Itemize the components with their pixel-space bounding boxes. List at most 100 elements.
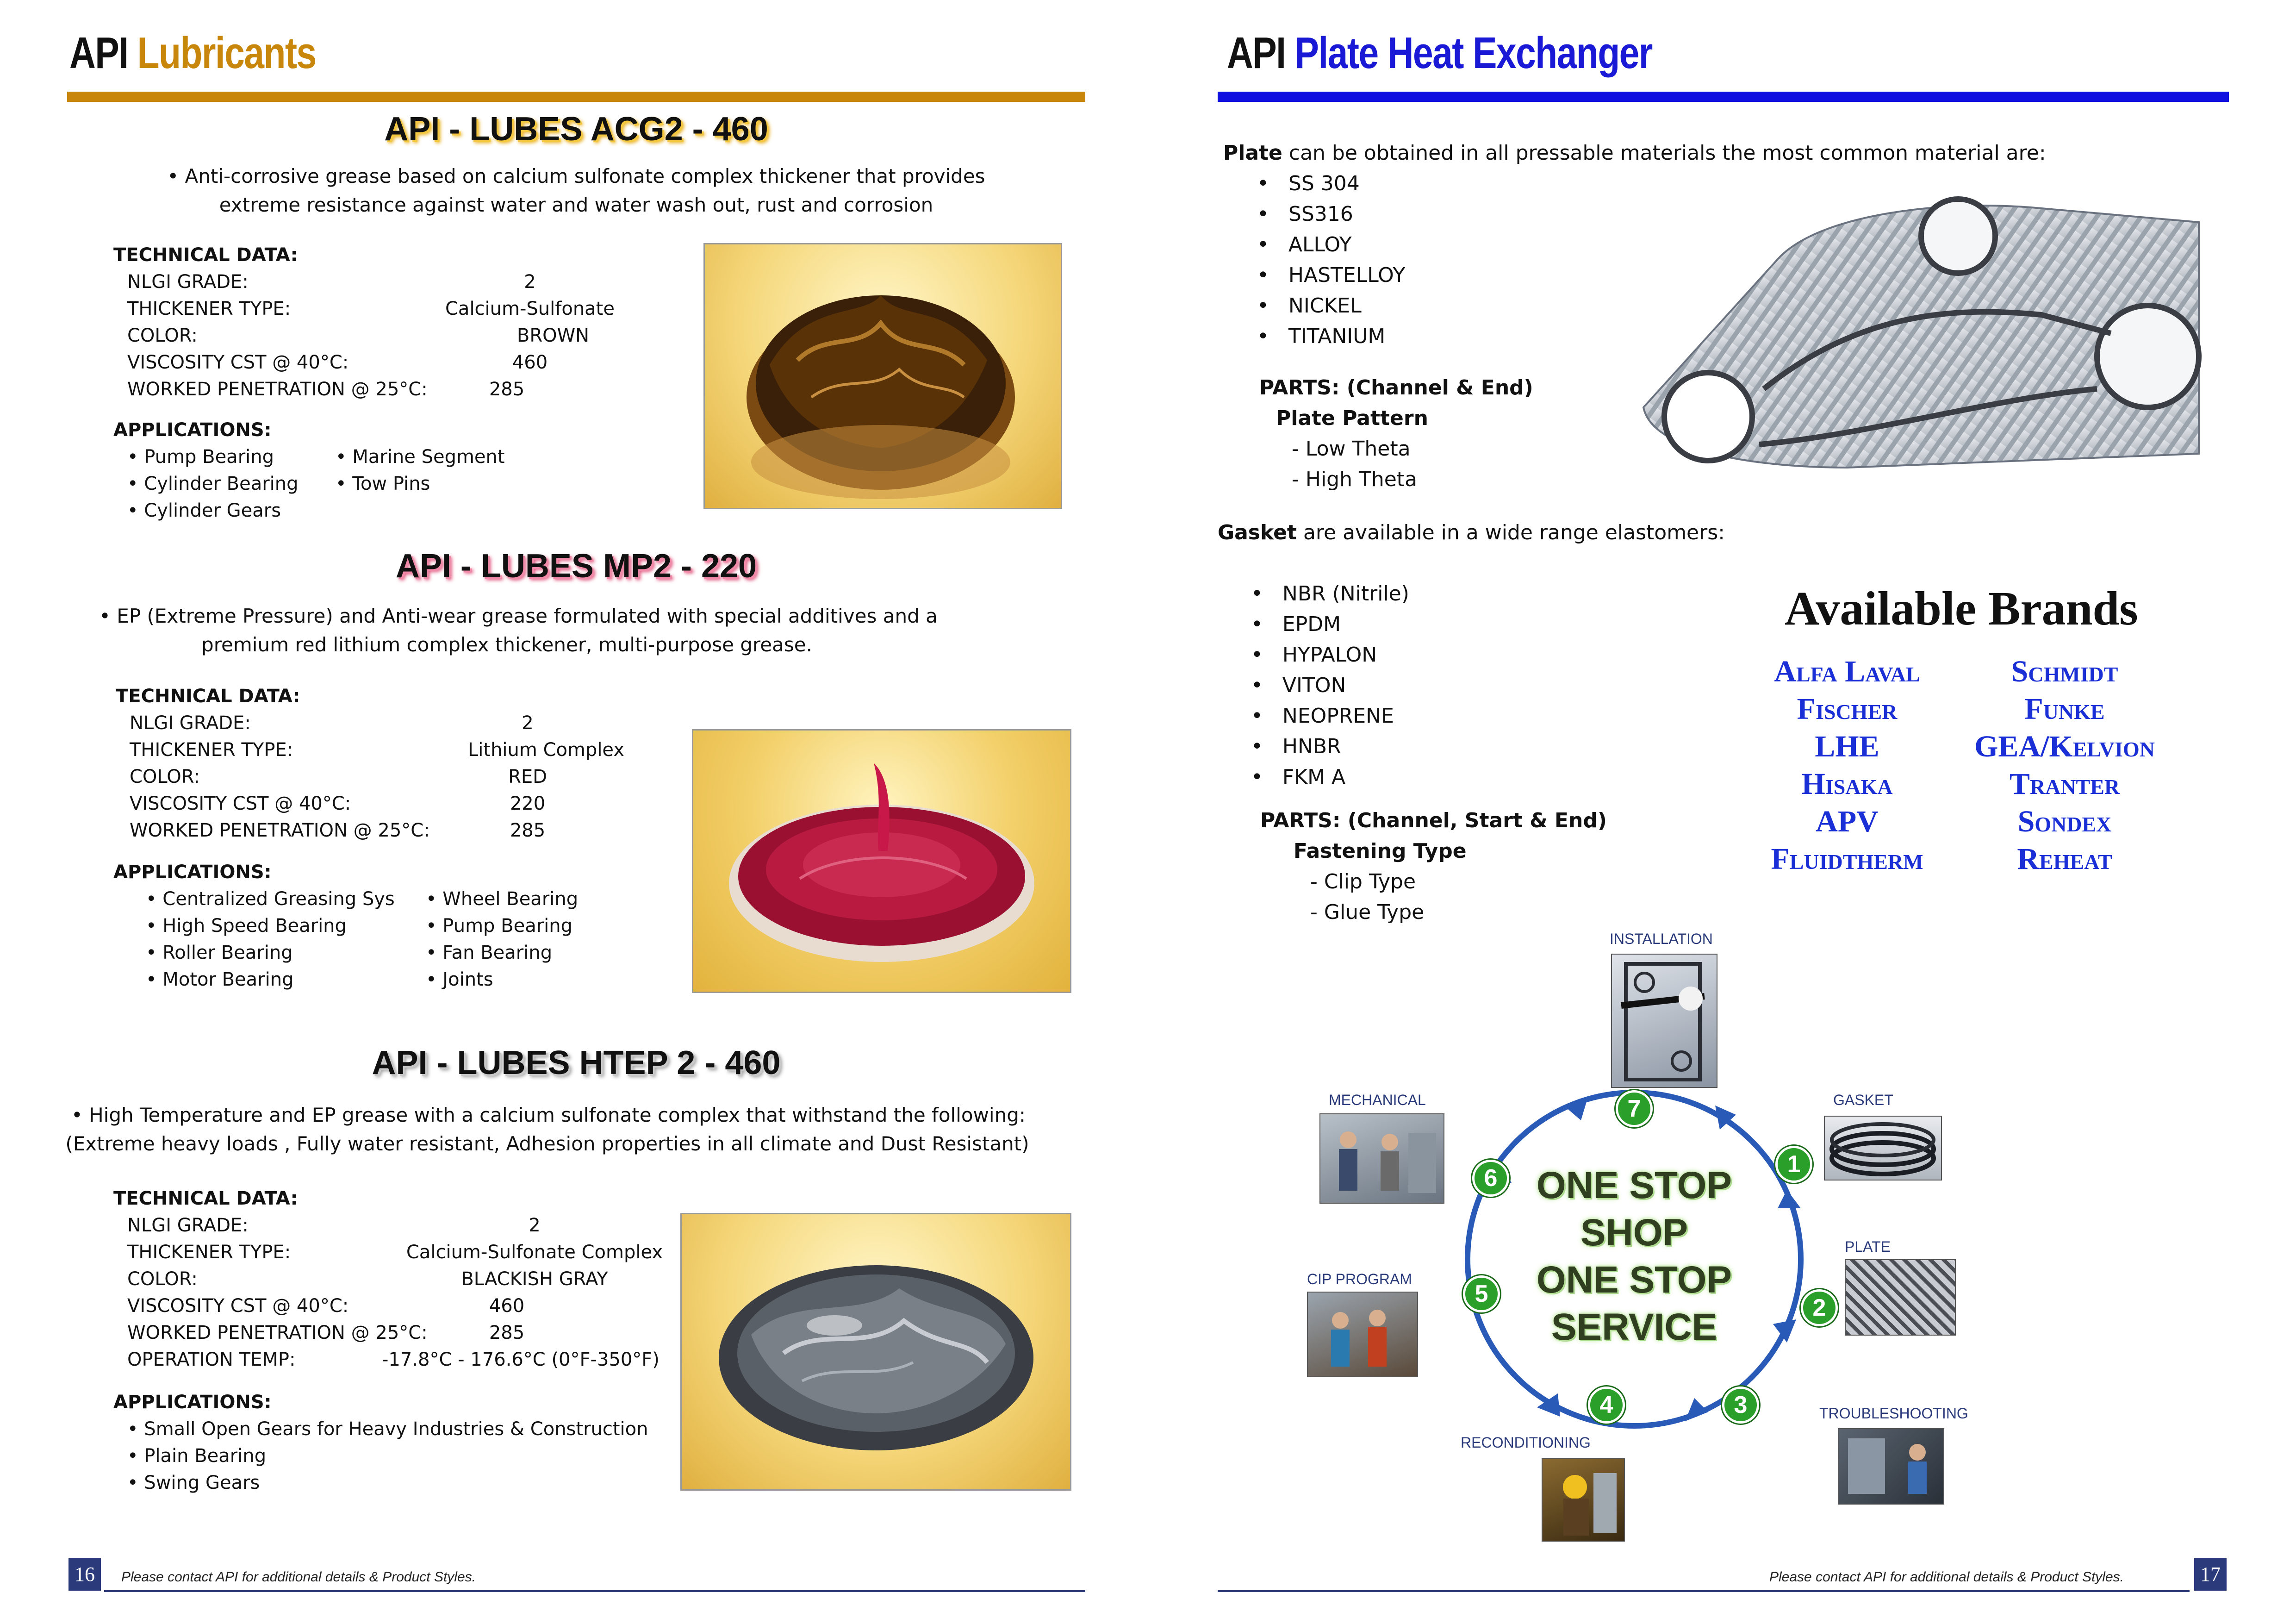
list-item: • EPDM (1251, 612, 1341, 636)
list-item: • HASTELLOY (1257, 263, 1406, 287)
list-item: • TITANIUM (1257, 325, 1386, 348)
tech-label: VISCOSITY CST @ 40°C: (127, 352, 349, 373)
list-item: • Centralized Greasing Sys (146, 888, 395, 910)
tech-value: Calcium-Sulfonate (445, 298, 615, 319)
label-plate: PLATE (1845, 1238, 1891, 1255)
product-desc: • EP (Extreme Pressure) and Anti-wear gr… (67, 602, 1085, 659)
step-1-badge: 1 (1775, 1146, 1812, 1183)
brands-col-1: Alfa Laval Fischer LHE Hisaka APV Fluidt… (1727, 653, 1967, 878)
page-title: API Lubricants (69, 28, 317, 79)
applications-block: APPLICATIONS: • Centralized Greasing Sys… (113, 859, 715, 990)
desc-line: (Extreme heavy loads , Fully water resis… (65, 1132, 1029, 1155)
product-desc: • Anti-corrosive grease based on calcium… (67, 162, 1085, 219)
list-item: • Cylinder Gears (127, 500, 281, 521)
list-item: • HNBR (1251, 735, 1341, 758)
list-item: • ALLOY (1257, 233, 1352, 256)
gasket-photo (1824, 1116, 1942, 1181)
tech-value: Calcium-Sulfonate Complex (406, 1242, 663, 1263)
label-mechanical: MECHANICAL (1329, 1092, 1426, 1108)
list-item: - High Theta (1292, 468, 1418, 491)
desc-line: premium red lithium complex thickener, m… (201, 633, 812, 656)
tech-value: 2 (522, 712, 534, 734)
list-item: - Glue Type (1310, 900, 1425, 924)
brand-name: Reheat (2017, 842, 2112, 876)
gasket-materials-list: • NBR (Nitrile) • EPDM • HYPALON • VITON… (1251, 579, 1409, 793)
list-item: • VITON (1251, 674, 1346, 697)
tech-value: 460 (512, 352, 548, 373)
gasket-lead: Gasket are available in a wide range ela… (1218, 518, 1725, 548)
list-item: • Joints (426, 969, 493, 990)
desc-line: • Anti-corrosive grease based on calcium… (167, 165, 985, 187)
page-left: API Lubricants API - LUBES ACG2 - 460 • … (65, 28, 1085, 1592)
brown-grease-image (703, 243, 1062, 509)
list-item: - Low Theta (1292, 437, 1411, 461)
tech-label: NLGI GRADE: (127, 1215, 249, 1236)
service-cycle: ONE STOP SHOP ONE STOP SERVICE 1 2 3 4 5… (1306, 931, 1968, 1546)
tech-label: COLOR: (130, 766, 200, 787)
step-7-badge: 7 (1616, 1090, 1653, 1127)
tech-value: 460 (489, 1295, 525, 1317)
brand-name: Fluidtherm (1771, 842, 1923, 876)
brand-name: Fischer (1797, 692, 1898, 726)
applications-col-2: • Wheel Bearing • Pump Bearing • Fan Bea… (426, 886, 578, 993)
tech-value: 220 (510, 793, 546, 814)
list-item: • SS316 (1257, 202, 1353, 226)
header-rule (67, 92, 1085, 102)
applications-title: APPLICATIONS: (113, 862, 272, 883)
step-6-badge: 6 (1472, 1160, 1509, 1197)
grease-dish-icon (729, 763, 1034, 962)
tech-label: WORKED PENETRATION @ 25°C: (127, 1322, 428, 1343)
brand-name: Funke (2024, 692, 2105, 726)
gasket-parts-sub: Fastening Type (1294, 839, 1467, 863)
list-item: • Motor Bearing (146, 969, 294, 990)
tech-label: THICKENER TYPE: (130, 739, 293, 761)
tech-label: COLOR: (127, 325, 198, 346)
applications-list: • Small Open Gears for Heavy Industries … (127, 1416, 648, 1496)
footer-rule (104, 1590, 1085, 1592)
applications-col-1: • Centralized Greasing Sys • High Speed … (146, 886, 395, 993)
gray-grease-image (680, 1213, 1071, 1491)
heat-exchanger-plate-image (1642, 196, 2202, 469)
red-grease-image (692, 729, 1071, 993)
label-gasket: GASKET (1833, 1092, 1893, 1108)
tech-value: 285 (510, 820, 546, 841)
page-number: 17 (2194, 1558, 2227, 1591)
list-item: • High Speed Bearing (146, 915, 347, 937)
page-title: API Plate Heat Exchanger (1227, 28, 1653, 79)
title-main: Plate Heat Exchanger (1294, 28, 1653, 78)
grease-gray-icon (719, 1265, 1033, 1450)
brand-name: APV (1816, 805, 1879, 838)
brand-name: Schmidt (2011, 655, 2118, 688)
list-item: • Plain Bearing (127, 1445, 267, 1467)
title-main: Lubricants (137, 28, 317, 78)
tech-value: BROWN (516, 325, 590, 346)
desc-line: • EP (Extreme Pressure) and Anti-wear gr… (99, 605, 938, 627)
plate-parts-title: PARTS: (Channel & End) (1259, 376, 1533, 400)
tech-data-title: TECHNICAL DATA: (113, 244, 298, 266)
mechanical-photo (1319, 1113, 1444, 1204)
plate-lead: Plate can be obtained in all pressable m… (1223, 138, 2046, 169)
step-5-badge: 5 (1463, 1275, 1500, 1312)
tech-data-title: TECHNICAL DATA: (116, 686, 300, 707)
installation-photo (1611, 954, 1717, 1088)
list-item: • HYPALON (1251, 643, 1377, 667)
plate-photo (1845, 1259, 1956, 1336)
plate-parts: PARTS: (Channel & End) Plate Pattern - L… (1259, 373, 1533, 495)
tech-value: 285 (489, 1322, 525, 1343)
tech-value: BLACKISH GRAY (461, 1268, 608, 1290)
list-item: • SS 304 (1257, 172, 1360, 195)
applications-col-1: • Pump Bearing • Cylinder Bearing • Cyli… (127, 443, 299, 524)
desc-line: extreme resistance against water and wat… (219, 194, 933, 216)
list-item: • Marine Segment (336, 446, 505, 468)
brand-name: Tranter (2009, 767, 2120, 801)
tech-value: 2 (524, 271, 536, 293)
brand-name: LHE (1815, 730, 1879, 763)
footer-note: Please contact API for additional detail… (121, 1569, 476, 1585)
mechanics-icon (1339, 1131, 1436, 1193)
reconditioning-photo (1542, 1458, 1625, 1542)
plate-lead-rest: can be obtained in all pressable materia… (1282, 141, 2046, 165)
step-2-badge: 2 (1801, 1289, 1838, 1326)
list-item: • NEOPRENE (1251, 704, 1394, 728)
tech-value: RED (508, 766, 547, 787)
product-title-acg2: API - LUBES ACG2 - 460 (384, 111, 768, 148)
